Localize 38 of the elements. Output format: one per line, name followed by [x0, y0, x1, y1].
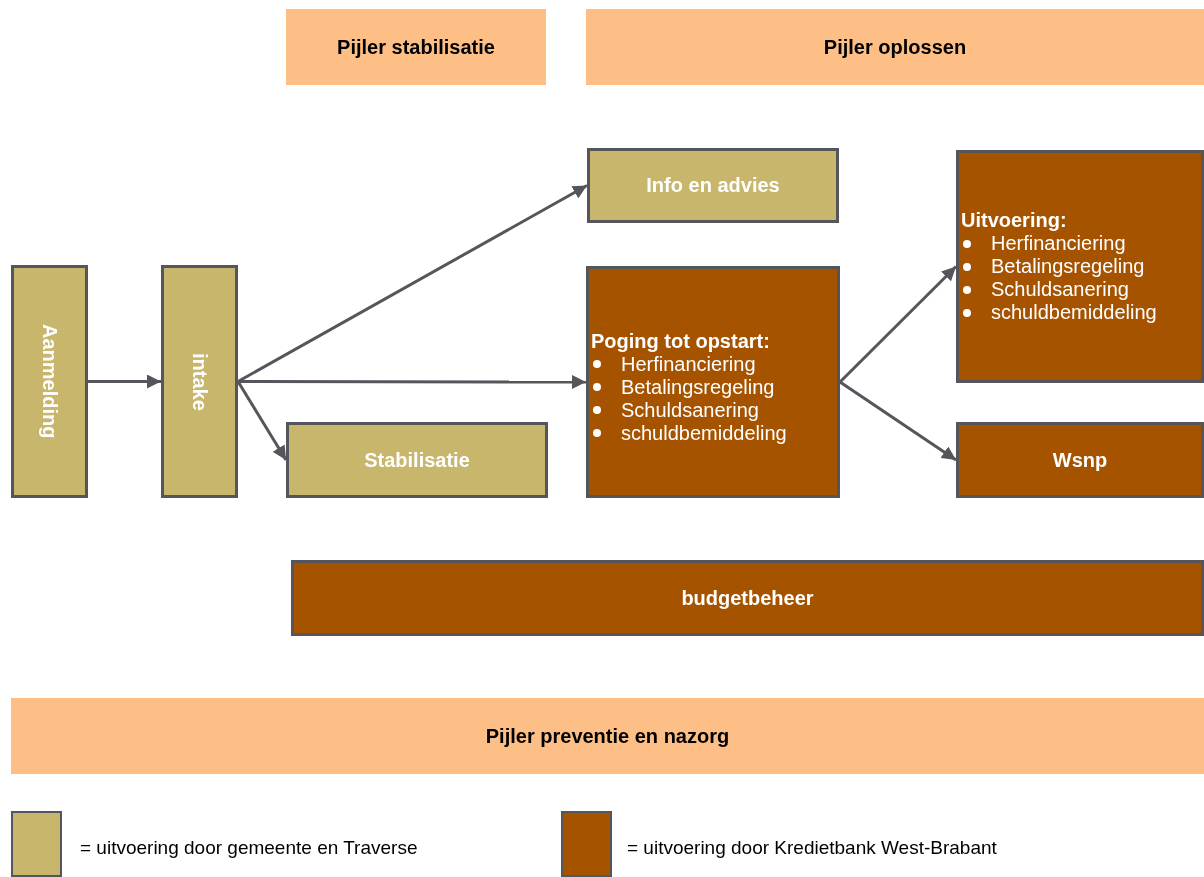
bullet-item: Betalingsregeling [991, 255, 1145, 278]
bullet-item: Herfinanciering [621, 352, 756, 376]
bullet-item: Schuldsanering [991, 278, 1129, 301]
box-label: budgetbeheer [681, 586, 814, 610]
bullet-item: Schuldsanering [621, 398, 759, 422]
box-label: Pijler stabilisatie [337, 35, 495, 59]
process-box [286, 422, 548, 498]
pillar-band [286, 9, 546, 85]
process-box [956, 422, 1204, 498]
pillar-band [11, 698, 1204, 774]
process-box [11, 265, 88, 498]
bullet-item: schuldbemiddeling [991, 301, 1157, 324]
box-label: Stabilisatie [364, 448, 470, 472]
process-box [161, 265, 238, 498]
arrow [838, 265, 958, 384]
box-label: Info en advies [646, 174, 780, 197]
box-label: Aanmelding [38, 324, 61, 439]
arrow [238, 375, 586, 389]
box-label: Pijler oplossen [823, 35, 967, 59]
bullet-item: schuldbemiddeling [621, 421, 787, 445]
box-label: Pijler preventie en nazorg [485, 724, 730, 748]
process-box [587, 148, 839, 223]
process-box [586, 266, 840, 498]
arrow [88, 374, 161, 389]
bullet-item: Herfinanciering [991, 232, 1126, 255]
arrow [237, 184, 588, 383]
box-heading: Uitvoering: [961, 209, 1067, 232]
legend-label: = uitvoering door gemeente en Traverse [80, 837, 418, 859]
bullet-item: Betalingsregeling [621, 375, 775, 399]
box-label: intake [188, 352, 211, 411]
box-label: Wsnp [1052, 448, 1108, 472]
arrow [236, 380, 288, 461]
pillar-band [586, 9, 1204, 85]
arrow [839, 380, 957, 462]
box-heading: Poging tot opstart: [591, 329, 770, 353]
process-box [956, 150, 1204, 383]
legend-label: = uitvoering door Kredietbank West-Brabant [627, 837, 997, 859]
process-box [291, 560, 1204, 636]
